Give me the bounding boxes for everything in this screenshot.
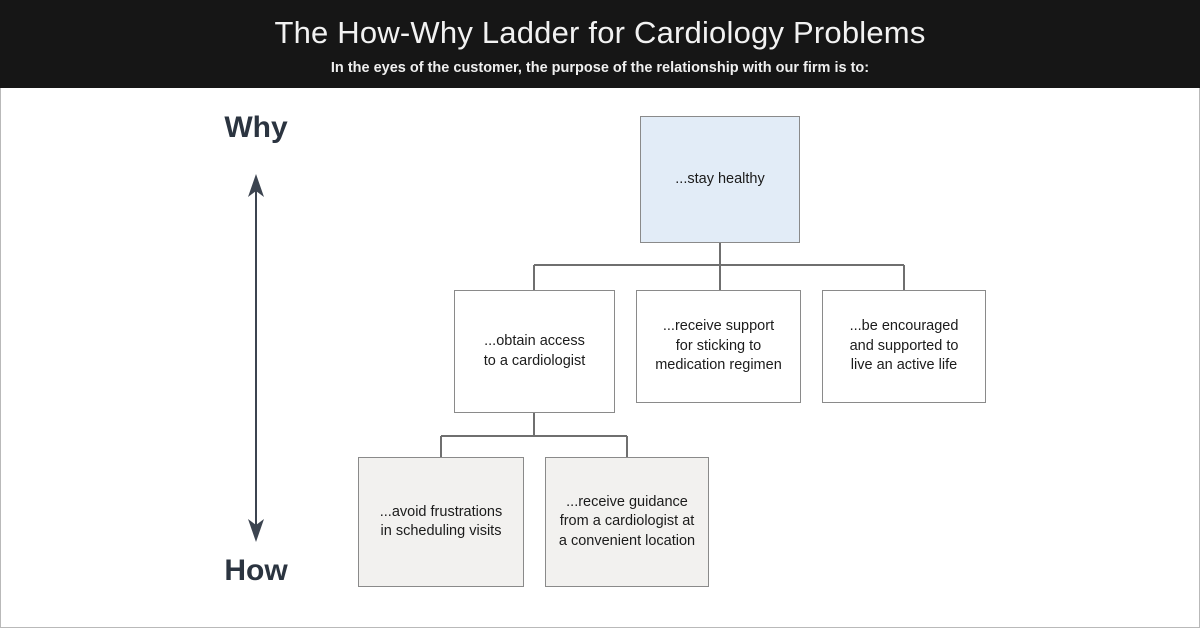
- why-how-arrow: [248, 174, 264, 542]
- connector-lines: [248, 174, 905, 542]
- page-subtitle: In the eyes of the customer, the purpose…: [330, 60, 870, 76]
- node-label: ...obtain access to a cardiologist: [484, 332, 586, 371]
- node-line: ...receive support: [662, 318, 775, 335]
- axis-label-why: Why: [224, 111, 288, 144]
- axis-label-how: How: [224, 554, 288, 587]
- node-label: ...be encouraged and supported to live a…: [850, 317, 959, 376]
- arrow-head-up: [248, 174, 264, 197]
- node-line: and supported to: [849, 337, 959, 354]
- node-line: medication regimen: [655, 357, 782, 374]
- node-stay-healthy[interactable]: ...stay healthy: [640, 116, 800, 243]
- header-banner: The How-Why Ladder for Cardiology Proble…: [0, 0, 1200, 88]
- node-line: ...receive guidance: [566, 493, 688, 510]
- page-title: The How-Why Ladder for Cardiology Proble…: [274, 15, 926, 50]
- node-line: ...obtain access: [484, 333, 585, 349]
- node-line: for sticking to: [675, 337, 762, 354]
- diagram-canvas: Why How ...stay healthy ...obtain access…: [0, 88, 1200, 628]
- node-label: ...receive support for sticking to medic…: [655, 317, 782, 376]
- node-be-encouraged[interactable]: ...be encouraged and supported to live a…: [822, 290, 986, 403]
- node-receive-guidance[interactable]: ...receive guidance from a cardiologist …: [545, 457, 709, 587]
- node-avoid-frustrations[interactable]: ...avoid frustrations in scheduling visi…: [358, 457, 524, 587]
- node-label: ...avoid frustrations in scheduling visi…: [380, 503, 503, 542]
- node-line: ...avoid frustrations: [379, 503, 503, 520]
- node-obtain-access[interactable]: ...obtain access to a cardiologist: [454, 290, 615, 413]
- node-line: to a cardiologist: [483, 352, 586, 369]
- node-line: from a cardiologist at: [559, 513, 695, 530]
- node-receive-support[interactable]: ...receive support for sticking to medic…: [636, 290, 801, 403]
- node-label: ...stay healthy: [675, 170, 765, 187]
- node-line: ...be encouraged: [849, 318, 959, 335]
- node-label: ...receive guidance from a cardiologist …: [559, 493, 695, 552]
- arrow-head-down: [248, 519, 264, 542]
- node-line: in scheduling visits: [380, 523, 502, 539]
- node-line: live an active life: [850, 357, 958, 374]
- node-line: a convenient location: [558, 532, 696, 549]
